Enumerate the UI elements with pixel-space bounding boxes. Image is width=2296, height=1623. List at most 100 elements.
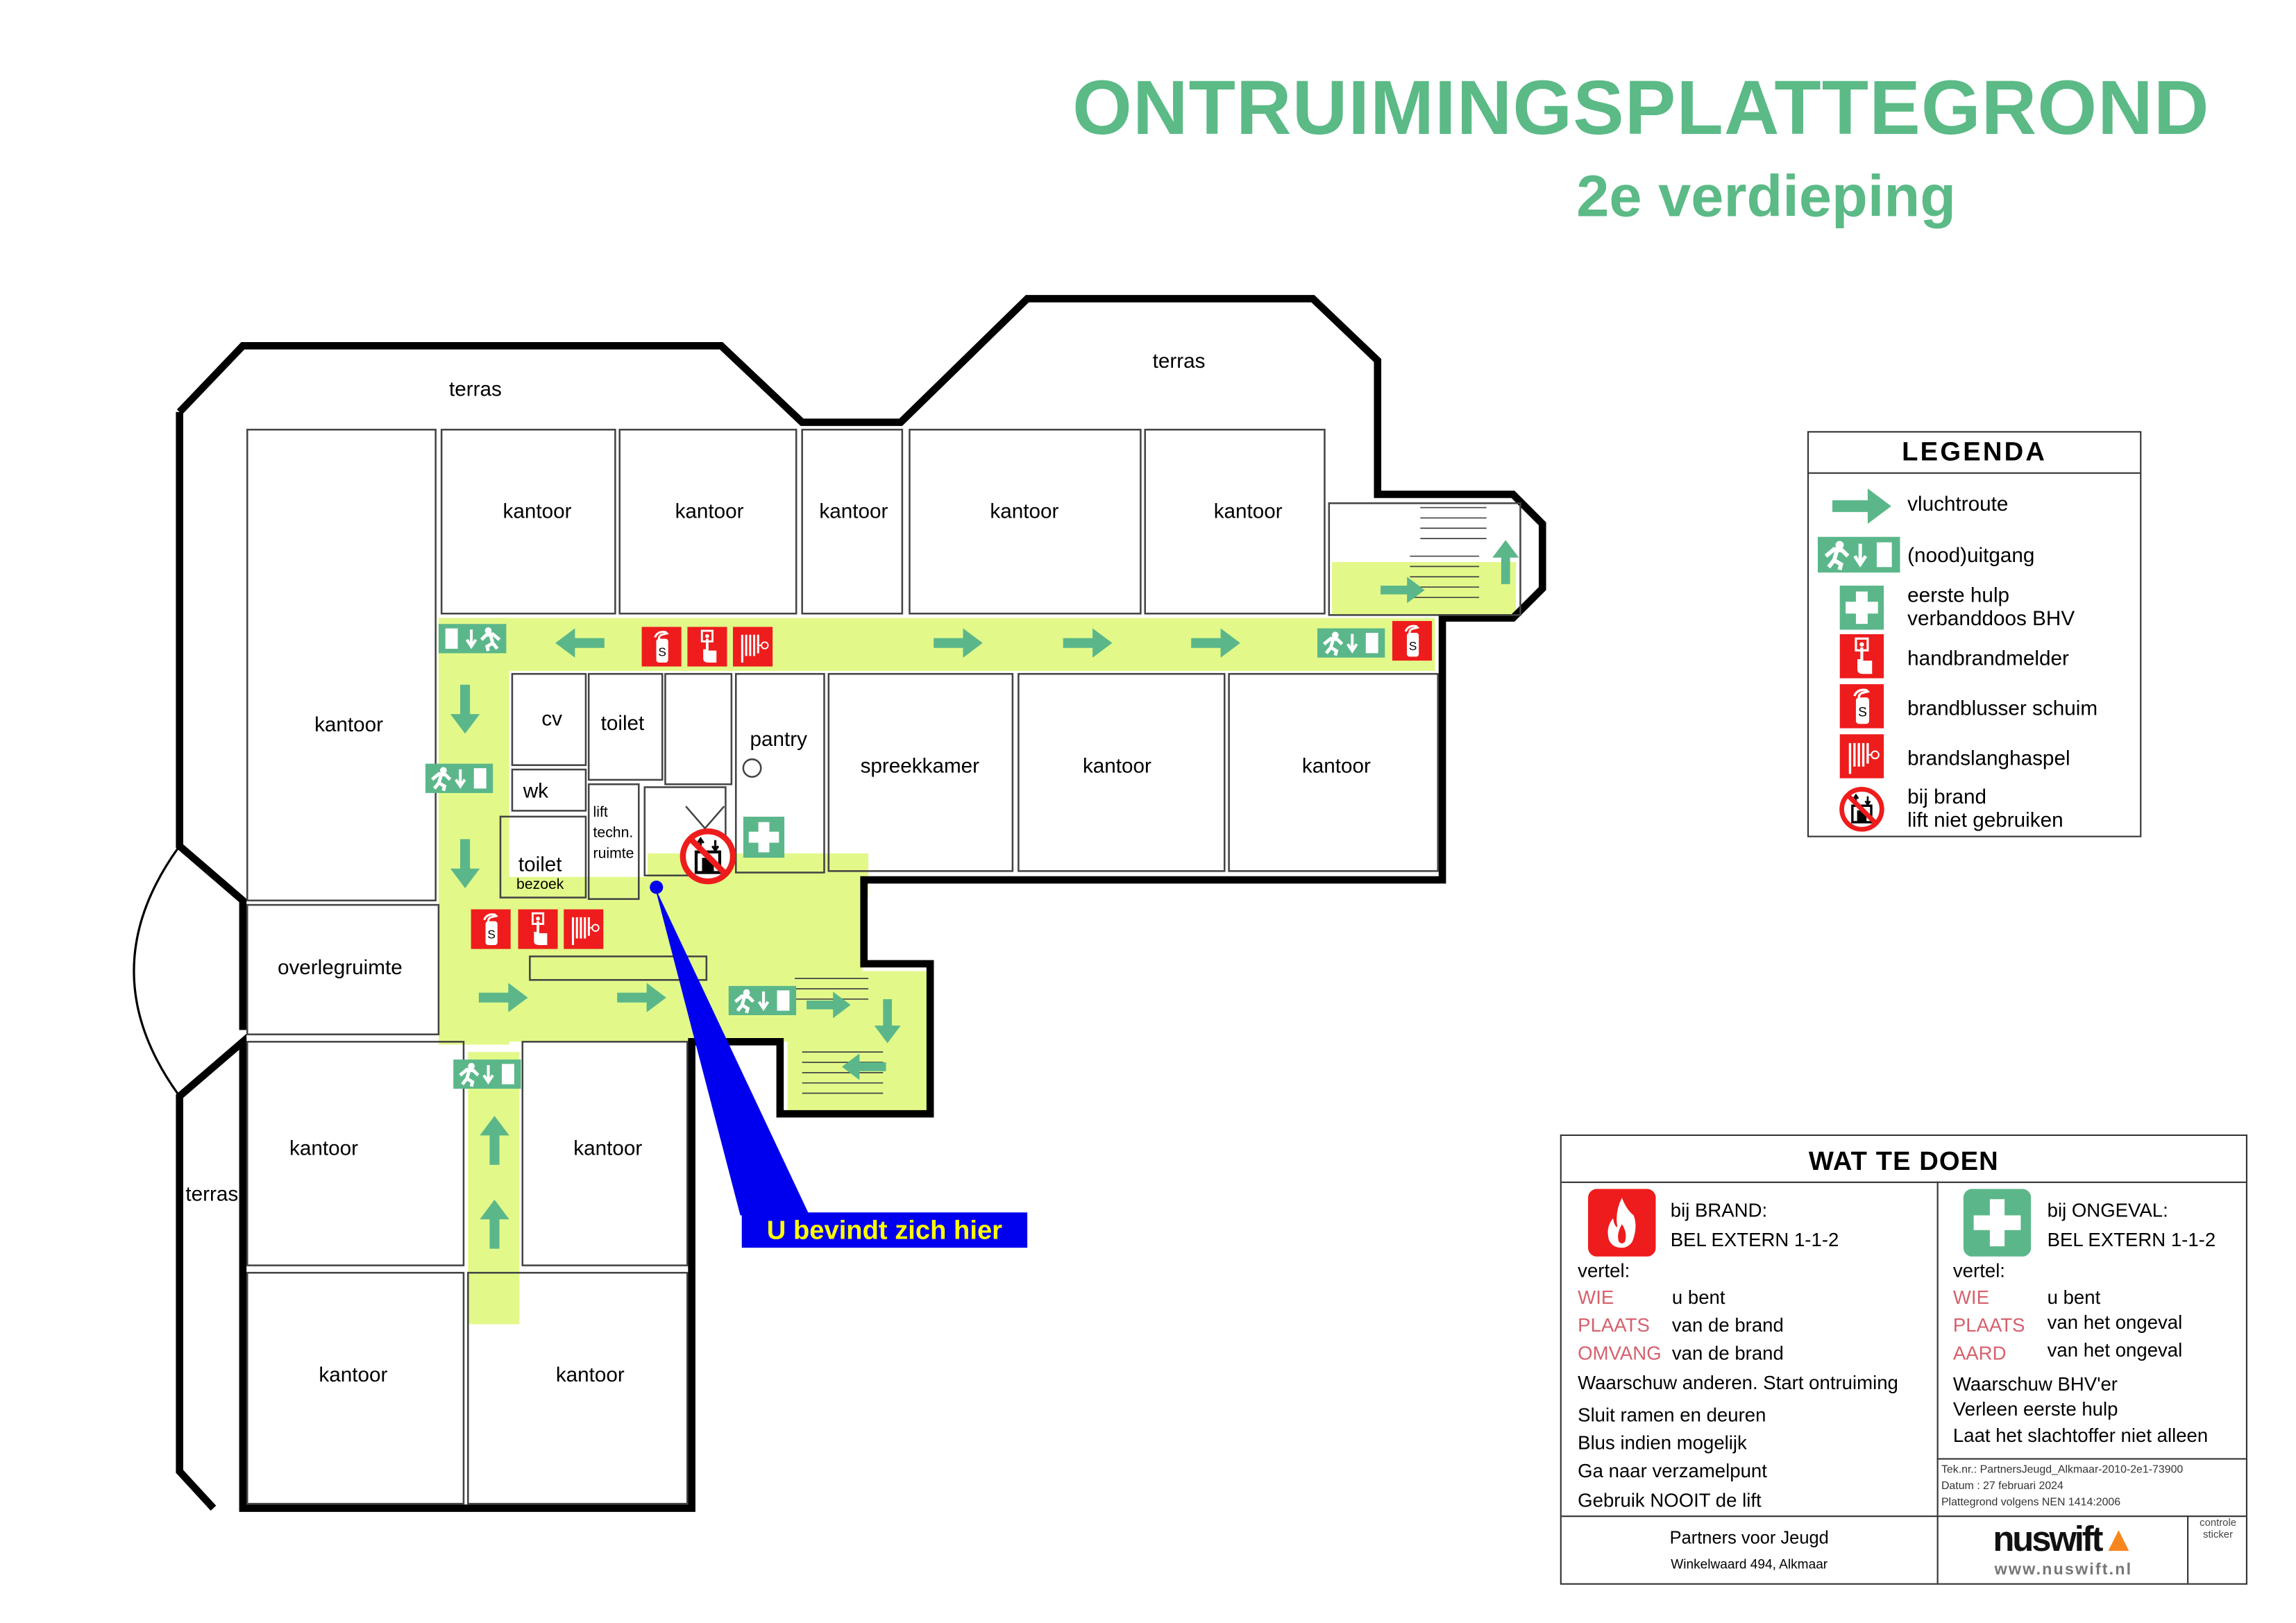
fire-call: BEL EXTERN 1-1-2	[1670, 1228, 1839, 1251]
accident-step: Waarschuw BHV'er	[1952, 1373, 2118, 1395]
room-lift-tech: ruimte	[593, 845, 634, 861]
room-kantoor: kantoor	[573, 1137, 642, 1160]
emergency-exit-sign-icon	[453, 1060, 521, 1089]
room-toilet-visitors: toilet	[518, 853, 562, 876]
organization-name: Partners voor Jeugd	[1669, 1527, 1829, 1548]
plan-title: ONTRUIMINGSPLATTEGROND	[1072, 66, 2210, 152]
fire-value: van de brand	[1671, 1341, 1784, 1364]
website-link[interactable]: www.nuswift.nl	[1994, 1561, 2133, 1579]
room-kantoor: kantoor	[319, 1363, 387, 1386]
outer-wall	[176, 295, 1546, 1512]
stairs	[795, 507, 1487, 1094]
fire-value: van de brand	[1671, 1314, 1784, 1336]
inner-walls	[246, 428, 1521, 1505]
emergency-exit-sign-icon	[439, 624, 507, 653]
legend-label: handbrandmelder	[1907, 645, 2069, 670]
accident-key: AARD	[1952, 1341, 2007, 1364]
room-kantoor: kantoor	[1083, 754, 1151, 777]
escape-arrow-icon	[1832, 488, 1891, 524]
legend-label: lift niet gebruiken	[1907, 808, 2063, 832]
control-sticker-label: controle sticker	[2200, 1518, 2237, 1541]
extinguisher-icon	[1839, 684, 1884, 729]
room-terras: terras	[1153, 350, 1206, 373]
accident-heading: bij ONGEVAL:	[2047, 1199, 2168, 1222]
accident-value: u bent	[2047, 1286, 2101, 1309]
room-kantoor: kantoor	[675, 500, 744, 522]
hose-reel-icon	[1839, 734, 1884, 779]
room-kantoor: kantoor	[819, 500, 888, 522]
room-kantoor: kantoor	[503, 500, 571, 522]
room-terras: terras	[185, 1182, 238, 1205]
room-lift-tech: techn.	[593, 825, 634, 841]
legend-label: verbanddoos BHV	[1907, 606, 2075, 630]
room-kantoor: kantoor	[1214, 500, 1283, 522]
room-kantoor: kantoor	[314, 713, 383, 736]
extinguisher-icon	[471, 909, 511, 949]
room-pantry: pantry	[750, 728, 808, 751]
what-to-do-title: WAT TE DOEN	[1808, 1146, 1999, 1176]
fire-step: Sluit ramen en deuren	[1578, 1403, 1766, 1426]
fire-value: u bent	[1671, 1286, 1725, 1309]
fire-step: Gebruik NOOIT de lift	[1578, 1488, 1762, 1511]
accident-value: van het ongeval	[2047, 1311, 2183, 1334]
no-lift-icon	[683, 831, 733, 881]
hose-reel-icon	[564, 909, 604, 949]
no-lift-icon	[1842, 789, 1882, 829]
floor-plan: terras terras terras kantoor kantoor kan…	[133, 295, 1546, 1512]
drawing-standard: Plattegrond volgens NEN 1414:2006	[1941, 1495, 2121, 1509]
room-cv: cv	[541, 707, 562, 730]
room-kantoor: kantoor	[1302, 754, 1371, 777]
fire-key: OMVANG	[1578, 1341, 1662, 1364]
room-kantoor: kantoor	[289, 1137, 358, 1160]
room-labels: terras terras terras kantoor kantoor kan…	[185, 350, 1371, 1386]
logo-text: nuswift	[1993, 1520, 2103, 1560]
room-terras: terras	[449, 377, 502, 400]
accident-value: van het ongeval	[2047, 1339, 2183, 1361]
room-spreekkamer: spreekkamer	[861, 754, 980, 777]
emergency-exit-sign-icon	[1818, 537, 1900, 572]
first-aid-icon	[743, 816, 785, 858]
you-are-here-label: U bevindt zich hier	[767, 1215, 1002, 1245]
balcony-arc	[133, 845, 180, 1097]
escape-corridor	[438, 562, 1517, 1325]
hose-reel-icon	[733, 627, 773, 667]
legend-label: bij brand	[1907, 784, 1987, 808]
fire-key: WIE	[1578, 1286, 1614, 1309]
legend-label: vluchtroute	[1907, 491, 2009, 516]
drawing-number: Tek.nr.: PartnersJeugd_Alkmaar-2010-2e1-…	[1941, 1462, 2184, 1476]
room-wk: wk	[523, 779, 548, 802]
emergency-exit-sign-icon	[729, 986, 797, 1015]
legend: LEGENDA vluchtroute (nood)uitgang eerste…	[1807, 431, 2142, 838]
fire-alarm-icon	[1839, 634, 1884, 679]
fire-heading: bij BRAND:	[1670, 1199, 1768, 1222]
you-are-here-marker: U bevindt zich hier	[650, 881, 1028, 1248]
fire-step: Ga naar verzamelpunt	[1578, 1459, 1767, 1482]
legend-title: LEGENDA	[1809, 432, 2141, 474]
legend-label: brandblusser schuim	[1907, 695, 2098, 720]
accident-step: Laat het slachtoffer niet alleen	[1952, 1424, 2209, 1447]
accident-step: Verleen eerste hulp	[1952, 1397, 2118, 1420]
first-aid-icon	[1839, 585, 1884, 630]
fire-step: Blus indien mogelijk	[1578, 1431, 1747, 1454]
fire-icon	[1588, 1189, 1656, 1257]
fire-tell: vertel:	[1578, 1259, 1630, 1282]
fire-key: PLAATS	[1578, 1314, 1650, 1336]
extinguisher-icon	[641, 627, 682, 667]
room-lift-tech: lift	[593, 804, 608, 820]
room-kantoor: kantoor	[990, 500, 1058, 522]
legend-label: brandslanghaspel	[1907, 746, 2070, 770]
room-overlegruimte: overlegruimte	[278, 956, 403, 979]
legend-label: eerste hulp	[1907, 582, 2010, 606]
fire-step: Waarschuw anderen. Start ontruiming	[1578, 1371, 1898, 1394]
nuswift-logo: nuswift▲	[1939, 1520, 2188, 1561]
first-aid-icon	[1973, 1199, 2021, 1247]
emergency-exit-sign-icon	[425, 764, 493, 793]
organization-address: Winkelwaard 494, Alkmaar	[1671, 1556, 1828, 1572]
room-toilet: toilet	[601, 712, 645, 735]
flame-icon: ▲	[2101, 1520, 2136, 1560]
room-kantoor: kantoor	[556, 1363, 625, 1386]
fire-alarm-icon	[687, 627, 727, 667]
room-toilet-visitors: bezoek	[516, 876, 564, 892]
drawing-date: Datum : 27 februari 2024	[1941, 1479, 2063, 1493]
